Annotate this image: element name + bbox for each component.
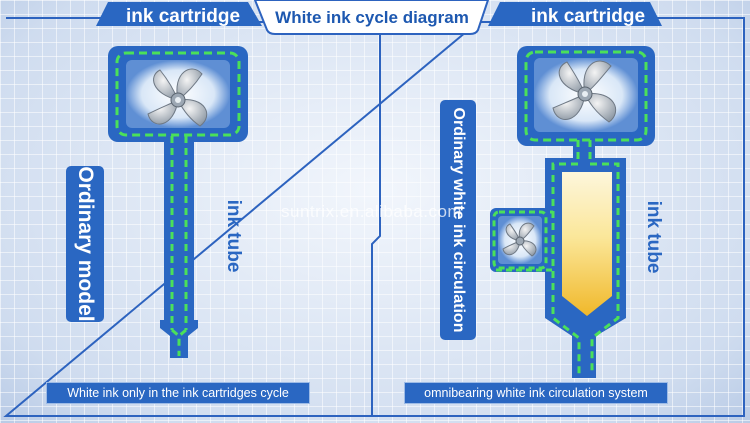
watermark-text: suntrix.en.alibaba.com: [281, 202, 463, 221]
right-ink-tube-label: ink tube: [643, 200, 664, 274]
title-banner-shape: [253, 0, 490, 35]
left-fan-icon: [147, 68, 208, 127]
right-caption: omnibearing white ink circulation system: [404, 382, 668, 404]
right-header-tab: [488, 2, 662, 26]
left-header-tab: [96, 2, 262, 26]
ordinary-model-label: Ordinary model: [74, 166, 97, 322]
right-cartridge-header: ink cartridge: [531, 6, 646, 27]
left-caption: White ink only in the ink cartridges cyc…: [46, 382, 310, 404]
diagram-title: White ink cycle diagram: [275, 8, 469, 27]
pump-fan-icon: [502, 222, 537, 257]
right-cartridge: [517, 46, 655, 160]
ink-reservoir: [545, 140, 626, 378]
right-fan-icon: [552, 60, 617, 123]
ordinary-model-box: [66, 166, 104, 322]
left-ink-tube-label: ink tube: [223, 199, 244, 273]
left-cartridge-header: ink cartridge: [126, 6, 241, 27]
circulation-box: [440, 100, 476, 340]
